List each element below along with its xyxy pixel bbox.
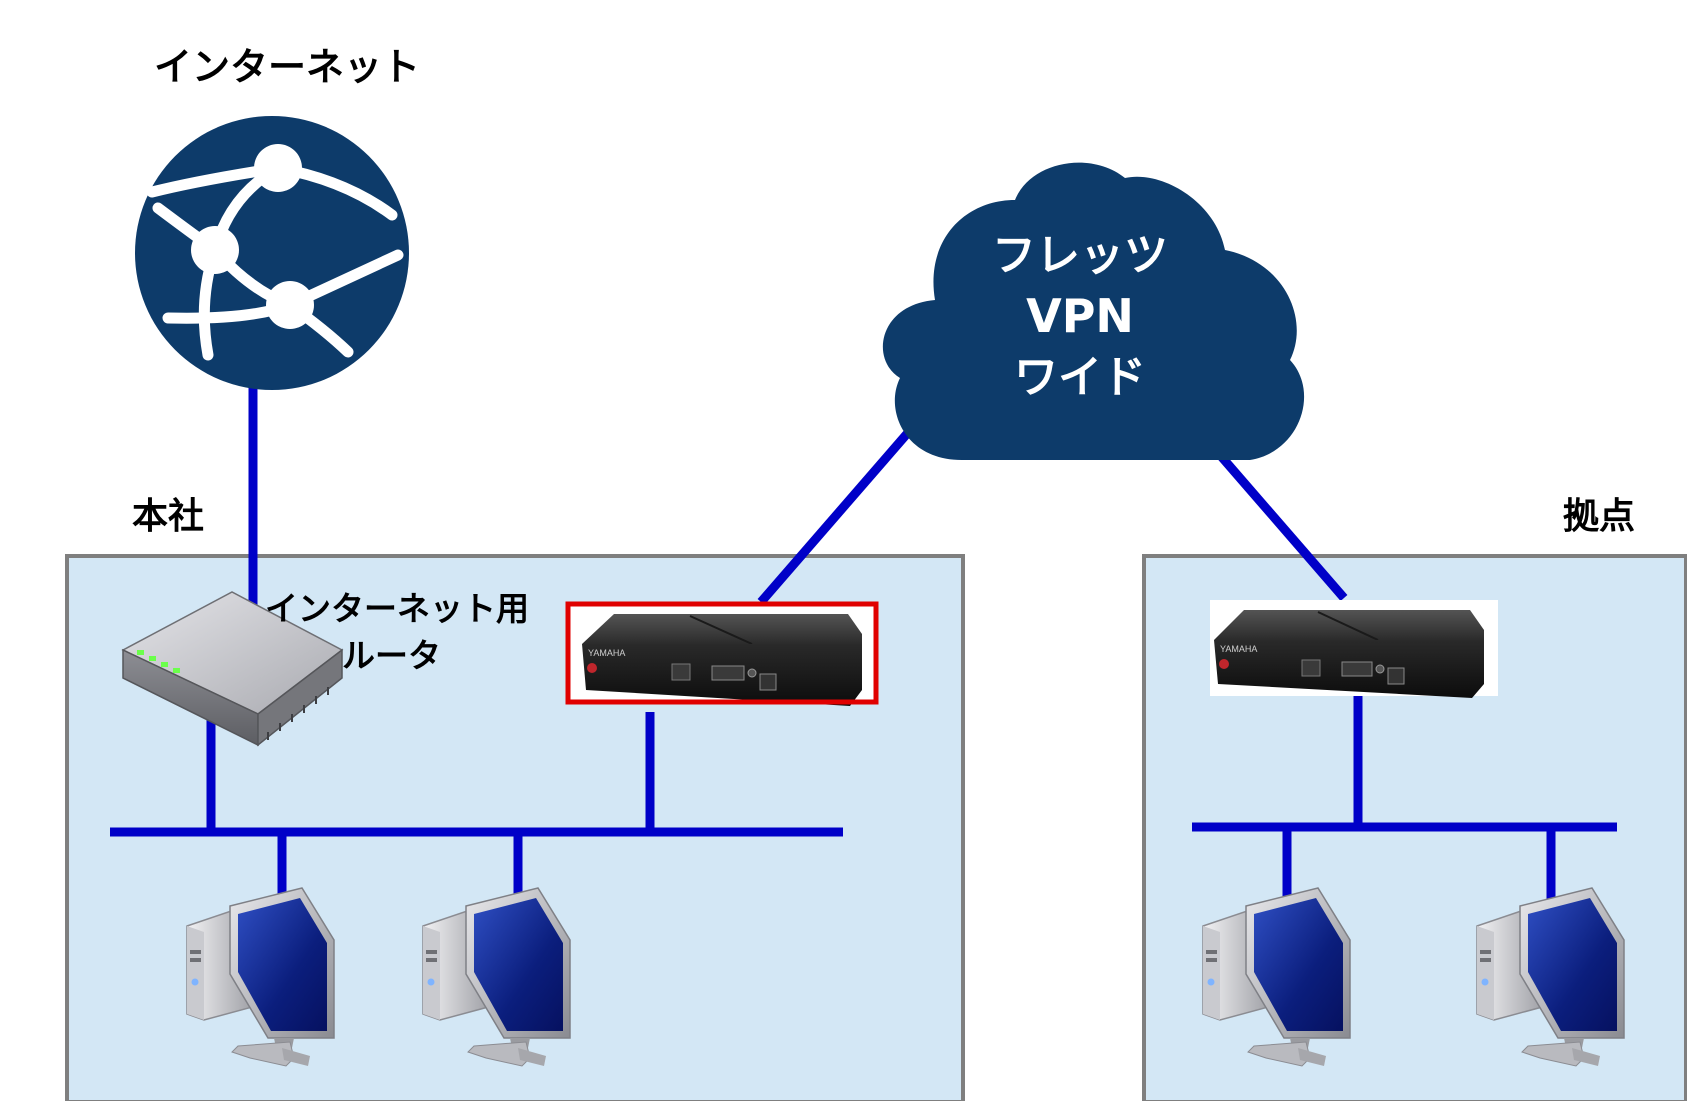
router-brand-logo: YAMAHA xyxy=(588,648,625,658)
cloud-label-line3: ワイド xyxy=(1014,352,1146,403)
head-office-vpn-router: YAMAHA xyxy=(565,601,879,706)
network-switch-icon xyxy=(121,591,344,747)
yamaha-router-icon: YAMAHA xyxy=(1214,610,1484,698)
internet-label: インターネット xyxy=(154,45,420,89)
cloud-label-line2: VPN xyxy=(1026,289,1134,343)
yamaha-router-icon: YAMAHA xyxy=(582,614,862,706)
highlight-frame xyxy=(565,601,879,705)
cloud-label-line1: フレッツ xyxy=(992,230,1168,281)
internet-router-label-line2: ルータ xyxy=(342,636,441,675)
router-brand-logo: YAMAHA xyxy=(1220,644,1257,654)
branch-vpn-router: YAMAHA xyxy=(1210,600,1498,698)
globe-network-icon xyxy=(135,116,409,390)
branch-label: 拠点 xyxy=(1563,496,1635,537)
internet-router-label-line1: インターネット用 xyxy=(265,589,529,628)
line-cloud-to-head-office-vpn xyxy=(757,402,936,605)
cloud-icon xyxy=(882,162,1305,461)
head-office-label: 本社 xyxy=(132,496,204,537)
